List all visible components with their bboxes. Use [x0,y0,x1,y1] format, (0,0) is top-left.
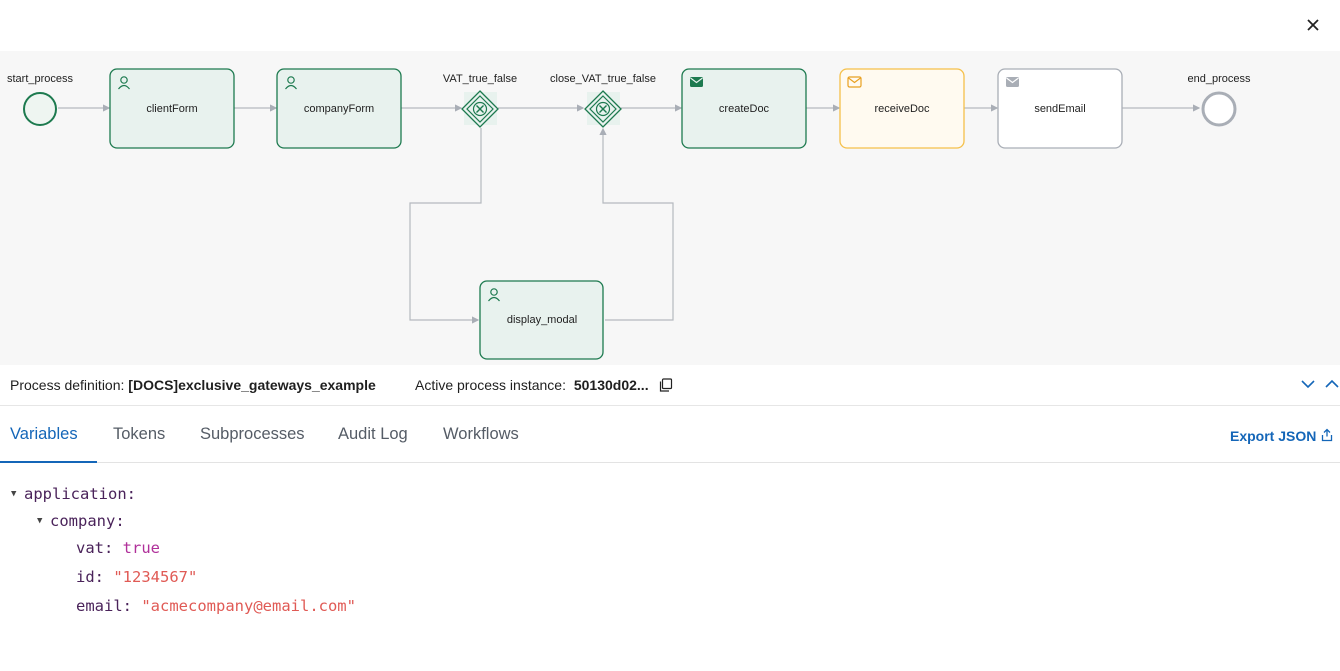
active-process-instance: Active process instance: 50130d02... [415,377,649,393]
task-clientform[interactable]: clientForm [109,68,235,149]
variable-key: application [24,485,127,503]
modal-header [0,0,1340,51]
variable-key: company [50,512,116,530]
task-createdoc[interactable]: createDoc [681,68,807,149]
send-message-icon [690,77,703,87]
receive-message-icon [847,76,862,88]
createdoc-label: createDoc [719,103,770,115]
gateway-close-vat[interactable]: close_VAT_true_false [550,73,656,128]
tab-audit-log[interactable]: Audit Log [338,425,408,443]
exclusive-gateway-icon [472,101,488,117]
active-instance-value: 50130d02... [573,377,649,393]
process-definition-label: Process definition: [10,377,125,393]
vat-gateway-label: VAT_true_false [443,73,517,85]
variable-value: "1234567" [113,568,198,586]
variable-key: email [76,597,123,615]
tab-variables[interactable]: Variables [10,425,78,443]
tab-bar: Variables Tokens Subprocesses Audit Log … [0,406,1340,463]
task-display-modal[interactable]: display_modal [479,280,604,360]
active-tab-indicator [0,461,97,463]
variable-key: vat [76,539,104,557]
variable-vat: vat: true [76,539,160,557]
chevron-down-icon[interactable] [1300,376,1316,392]
process-definition-value: [DOCS]exclusive_gateways_example [128,377,376,393]
end-event[interactable]: end_process [1188,73,1251,127]
variable-email: email: "acmecompany@email.com" [76,597,356,615]
tab-workflows[interactable]: Workflows [443,425,519,443]
exclusive-gateway-icon [595,101,611,117]
variable-value: "acmecompany@email.com" [141,597,356,615]
receivedoc-label: receiveDoc [874,103,930,115]
gateway-vat[interactable]: VAT_true_false [443,73,517,128]
variable-value: true [122,539,160,557]
chevron-up-icon[interactable] [1324,376,1340,392]
variable-key: id [76,568,95,586]
process-info-bar: Process definition: [DOCS]exclusive_gate… [0,365,1340,406]
variables-panel: ▼ application: ▼ company: vat: true id: … [0,463,1340,671]
user-icon [285,76,297,90]
variable-company: company: [50,512,125,530]
export-icon[interactable] [1320,428,1334,442]
collapse-triangle-icon[interactable]: ▼ [37,516,43,526]
task-companyform[interactable]: companyForm [276,68,402,149]
active-instance-label: Active process instance: [415,377,566,393]
display-modal-label: display_modal [507,314,577,326]
sequence-flows [58,104,1201,324]
start-process-label: start_process [7,73,74,85]
close-vat-gateway-label: close_VAT_true_false [550,73,656,85]
user-icon [118,76,130,90]
variable-application: application: [24,485,136,503]
task-receivedoc[interactable]: receiveDoc [839,68,965,149]
task-sendemail[interactable]: sendEmail [997,68,1123,149]
companyform-label: companyForm [304,103,374,115]
clientform-label: clientForm [146,103,197,115]
process-definition: Process definition: [DOCS]exclusive_gate… [10,377,376,393]
process-diagram-canvas: start_process clientForm companyForm VAT… [0,51,1340,365]
user-icon [488,288,500,302]
tab-subprocesses[interactable]: Subprocesses [200,425,305,443]
tab-tokens[interactable]: Tokens [113,425,166,443]
export-json-button[interactable]: Export JSON [1230,428,1317,444]
copy-icon[interactable] [659,378,673,392]
collapse-triangle-icon[interactable]: ▼ [11,489,17,499]
close-icon[interactable] [1302,14,1324,36]
start-event[interactable]: start_process [7,73,74,126]
end-process-label: end_process [1188,73,1251,85]
variable-id: id: "1234567" [76,568,198,586]
send-message-icon [1006,77,1019,87]
sendemail-label: sendEmail [1034,103,1085,115]
